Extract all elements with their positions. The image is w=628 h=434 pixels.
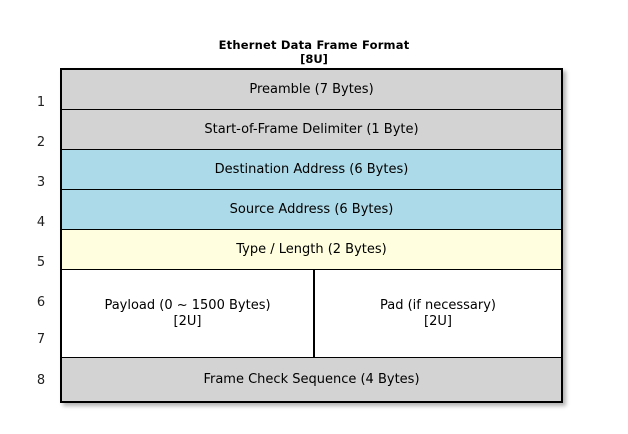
frame-field-sfd: Start-of-Frame Delimiter (1 Byte) (62, 110, 561, 150)
frame-field-frame-check-sequence: Frame Check Sequence (4 Bytes) (62, 358, 561, 401)
frame-field-source-address-label: Source Address (6 Bytes) (229, 201, 394, 217)
frame-field-source-address: Source Address (6 Bytes) (62, 190, 561, 230)
row-number-3: 3 (36, 175, 46, 190)
diagram-title-subtitle: [8U] (300, 52, 328, 66)
diagram-title: Ethernet Data Frame Format [8U] (0, 38, 628, 66)
diagram-title-main: Ethernet Data Frame Format (218, 38, 410, 52)
frame-field-payload-note: [2U] (173, 313, 202, 329)
row-number-2: 2 (36, 135, 46, 150)
frame-field-payload: Payload (0 ~ 1500 Bytes) [2U] (62, 270, 315, 357)
frame-field-type-length-label: Type / Length (2 Bytes) (236, 241, 387, 257)
frame-field-payload-pad-row: Payload (0 ~ 1500 Bytes) [2U] Pad (if ne… (62, 270, 561, 358)
frame-field-destination-address-label: Destination Address (6 Bytes) (214, 161, 409, 177)
row-number-5: 5 (36, 255, 46, 270)
row-number-8: 8 (36, 373, 46, 388)
frame-field-payload-label: Payload (0 ~ 1500 Bytes) (104, 297, 271, 313)
frame-field-pad-note: [2U] (424, 313, 452, 329)
frame-field-pad-label: Pad (if necessary) (379, 297, 496, 313)
row-number-6: 6 (36, 295, 46, 310)
frame-field-type-length: Type / Length (2 Bytes) (62, 230, 561, 270)
frame-field-preamble-label: Preamble (7 Bytes) (249, 81, 374, 97)
row-number-gutter: 1 2 3 4 5 6 7 8 (28, 68, 54, 400)
frame-field-frame-check-sequence-label: Frame Check Sequence (4 Bytes) (203, 371, 420, 387)
frame-field-preamble: Preamble (7 Bytes) (62, 70, 561, 110)
frame-field-destination-address: Destination Address (6 Bytes) (62, 150, 561, 190)
frame-field-sfd-label: Start-of-Frame Delimiter (1 Byte) (204, 121, 419, 137)
frame-field-pad: Pad (if necessary) [2U] (315, 270, 561, 357)
frame-field-table: Preamble (7 Bytes) Start-of-Frame Delimi… (60, 68, 563, 403)
row-number-4: 4 (36, 215, 46, 230)
row-number-1: 1 (36, 95, 46, 110)
row-number-7: 7 (36, 332, 46, 347)
